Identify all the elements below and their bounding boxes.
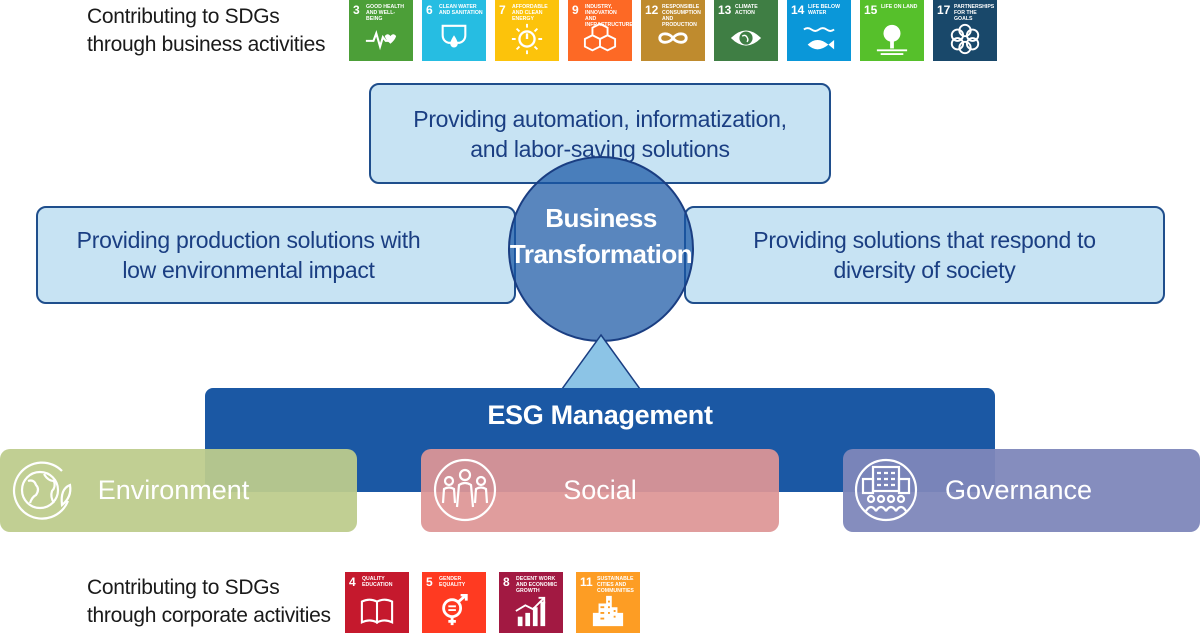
sdg-goal-name: CLIMATE ACTION <box>735 4 758 16</box>
sdg-goal-8-tile: 8 DECENT WORK AND ECONOMIC GROWTH <box>499 572 563 633</box>
sdg-goal-3-tile: 3 GOOD HEALTH AND WELL-BEING <box>349 0 413 61</box>
sdg-goal-number: 5 <box>426 575 433 589</box>
community-icon <box>433 458 497 522</box>
social-label: Social <box>563 475 637 505</box>
sdg-goal-name: AFFORDABLE AND CLEAN ENERGY <box>512 4 548 22</box>
fish-icon <box>803 27 835 50</box>
cubes-icon <box>583 22 617 52</box>
sdg-goal-9-tile: 9 INDUSTRY, INNOVATION AND INFRASTRUCTURE <box>568 0 632 61</box>
sdg-goal-number: 12 <box>645 3 659 17</box>
sdg-goal-name: CLEAN WATER AND SANITATION <box>439 4 483 16</box>
heartbeat-icon <box>365 30 397 51</box>
book-icon <box>360 598 394 625</box>
sdg-goal-4-tile: 4 QUALITY EDUCATION <box>345 572 409 633</box>
globe-leaf-icon <box>12 461 72 520</box>
sdg-goal-name: GOOD HEALTH AND WELL-BEING <box>366 4 404 22</box>
production-solutions-box: Providing production solutions with low … <box>36 206 516 304</box>
sdg-goal-name: LIFE ON LAND <box>881 4 918 10</box>
business-sdg-label-line1: Contributing to SDGs <box>87 5 280 28</box>
environment-label: Environment <box>97 475 250 505</box>
sdg-goal-name: GENDER EQUALITY <box>439 576 466 588</box>
sdg-goal-number: 13 <box>718 3 732 17</box>
esg-management-title: ESG Management <box>487 400 713 430</box>
infinity-icon <box>658 32 688 44</box>
diversity-solutions-box: Providing solutions that respond to dive… <box>684 206 1165 304</box>
production-solutions-line1: Providing production solutions with <box>76 227 421 253</box>
city-icon <box>592 595 624 627</box>
growth-chart-icon <box>515 596 546 627</box>
corporate-sdg-label: Contributing to SDGs through corporate a… <box>87 574 331 630</box>
diversity-solutions-line2: diversity of society <box>833 257 1016 283</box>
sdg-goal-number: 15 <box>864 3 878 17</box>
production-solutions-line2: low environmental impact <box>122 257 375 283</box>
water-drop-icon <box>441 24 467 48</box>
sdg-goal-name: SUSTAINABLE CITIES AND COMMUNITIES <box>597 576 634 594</box>
sdg-goal-number: 4 <box>349 575 356 589</box>
sdg-goal-name: LIFE BELOW WATER <box>808 4 840 16</box>
sdg-goal-name: INDUSTRY, INNOVATION AND INFRASTRUCTURE <box>585 4 632 28</box>
sdg-goal-number: 3 <box>353 3 360 17</box>
corporate-sdg-tiles: 4 QUALITY EDUCATION 5 GENDER EQUALITY 8 DECEN… <box>345 572 640 633</box>
corporate-sdg-label-line2: through corporate activities <box>87 604 331 627</box>
partnership-icon <box>950 23 980 55</box>
sdg-goal-number: 7 <box>499 3 506 17</box>
sdg-goal-number: 8 <box>503 575 510 589</box>
sdg-goal-number: 17 <box>937 3 951 17</box>
business-sdg-label-line2: through business activities <box>87 33 326 56</box>
business-transformation-circle: Business Transformation <box>508 156 694 342</box>
business-sdg-label: Contributing to SDGs through business ac… <box>87 3 326 59</box>
sdg-goal-name: RESPONSIBLE CONSUMPTION AND PRODUCTION <box>662 4 701 28</box>
governance-label: Governance <box>944 475 1093 505</box>
sdg-goal-name: DECENT WORK AND ECONOMIC GROWTH <box>516 576 558 594</box>
sun-power-icon <box>511 23 543 55</box>
governance-pillar: Governance <box>843 449 1200 532</box>
support-triangle <box>561 333 641 389</box>
gender-icon <box>442 594 468 626</box>
business-sdg-tiles: 3 GOOD HEALTH AND WELL-BEING 6 CLEAN WATER … <box>349 0 997 61</box>
sdg-goal-6-tile: 6 CLEAN WATER AND SANITATION <box>422 0 486 61</box>
social-pillar: Social <box>421 449 779 532</box>
building-people-icon <box>854 458 918 522</box>
sdg-goal-5-tile: 5 GENDER EQUALITY <box>422 572 486 633</box>
sdg-goal-11-tile: 11 SUSTAINABLE CITIES AND COMMUNITIES <box>576 572 640 633</box>
environment-pillar: Environment <box>0 449 357 532</box>
automation-solutions-line1: Providing automation, informatization, <box>413 105 787 132</box>
business-transformation-line2: Transformation <box>509 239 693 269</box>
sdg-goal-name: PARTNERSHIPS FOR THE GOALS <box>954 4 995 22</box>
sdg-goal-number: 6 <box>426 3 433 17</box>
sdg-goal-number: 11 <box>580 575 593 589</box>
business-transformation-line1: Business <box>545 203 657 233</box>
sdg-goal-number: 9 <box>572 3 579 17</box>
eye-earth-icon <box>730 30 762 46</box>
corporate-sdg-label-line1: Contributing to SDGs <box>87 576 280 599</box>
sdg-goal-number: 14 <box>791 3 805 17</box>
sdg-goal-7-tile: 7 AFFORDABLE AND CLEAN ENERGY <box>495 0 559 61</box>
diversity-solutions-line1: Providing solutions that respond to <box>753 227 1096 253</box>
tree-icon <box>876 24 908 56</box>
sdg-goal-name: QUALITY EDUCATION <box>362 576 393 588</box>
